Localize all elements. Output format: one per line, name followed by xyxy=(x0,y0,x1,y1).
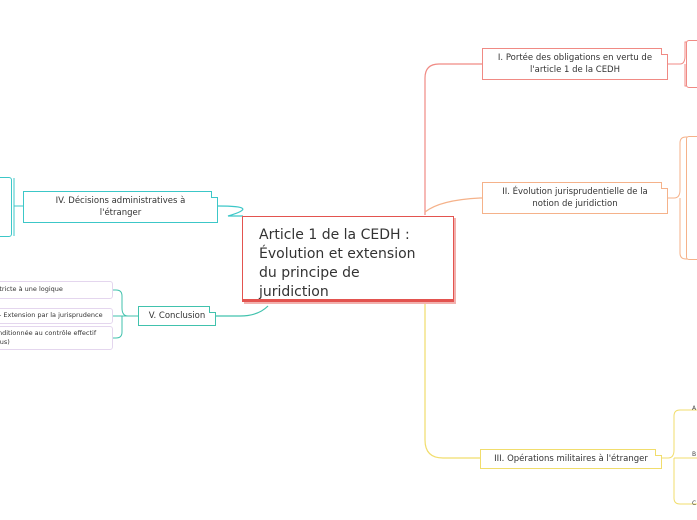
central-topic-line: Évolution et extension xyxy=(259,246,416,262)
branch-v-topic[interactable]: V. Conclusion xyxy=(138,306,216,326)
branch-iv-topic[interactable]: IV. Décisions administratives à l'étrang… xyxy=(23,191,218,223)
connector-cyan-child xyxy=(13,178,24,236)
connector-red xyxy=(424,63,483,215)
connector-yellow xyxy=(424,300,480,459)
conclusion-item-text: lus) xyxy=(0,338,10,346)
branch-i-line: I. Portée des obligations en vertu de xyxy=(497,53,653,63)
branch-ii-line: II. Évolution jurisprudentielle de la xyxy=(502,187,648,197)
connector-cyan xyxy=(217,205,244,217)
connector-yellow-child xyxy=(662,409,697,505)
conclusion-item[interactable]: stricte à une logique xyxy=(0,281,113,299)
military-item-c[interactable]: C xyxy=(692,500,697,507)
cyan-child-box[interactable] xyxy=(0,177,12,237)
red-child-box[interactable] xyxy=(686,40,697,88)
central-topic[interactable]: Article 1 de la CEDH : Évolution et exte… xyxy=(242,216,454,302)
connector-teal-child xyxy=(113,289,138,339)
branch-iv-line: IV. Décisions administratives à xyxy=(55,196,186,206)
central-topic-line: juridiction xyxy=(259,284,329,300)
conclusion-item-text: stricte à une logique xyxy=(0,285,63,293)
conclusion-item-text: - Extension par la jurisprudence xyxy=(0,311,103,319)
branch-iii-line: III. Opérations militaires à l'étranger xyxy=(494,454,648,464)
military-item-b[interactable]: B xyxy=(692,451,697,458)
branch-v-line: V. Conclusion xyxy=(148,311,206,321)
branch-i-line: l'article 1 de la CEDH xyxy=(529,65,620,75)
central-topic-line: Article 1 de la CEDH : xyxy=(259,227,410,243)
branch-ii-topic[interactable]: II. Évolution jurisprudentielle de la no… xyxy=(482,182,668,214)
connector-orange xyxy=(424,197,482,213)
connector-orange-child xyxy=(667,136,697,260)
conclusion-item[interactable]: - Extension par la jurisprudence xyxy=(0,308,113,324)
conclusion-item[interactable]: nditionnée au contrôle effectif lus) xyxy=(0,326,113,350)
central-topic-line: du principe de xyxy=(259,265,360,281)
branch-i-topic[interactable]: I. Portée des obligations en vertu de l'… xyxy=(482,48,668,80)
conclusion-item-text: nditionnée au contrôle effectif xyxy=(0,329,97,337)
branch-iii-topic[interactable]: III. Opérations militaires à l'étranger xyxy=(480,449,662,469)
orange-child-box[interactable] xyxy=(686,136,697,260)
military-item-a[interactable]: A xyxy=(692,405,697,412)
connector-teal xyxy=(216,305,269,317)
branch-ii-line: notion de juridiction xyxy=(532,199,618,209)
branch-iv-line: l'étranger xyxy=(99,208,142,218)
